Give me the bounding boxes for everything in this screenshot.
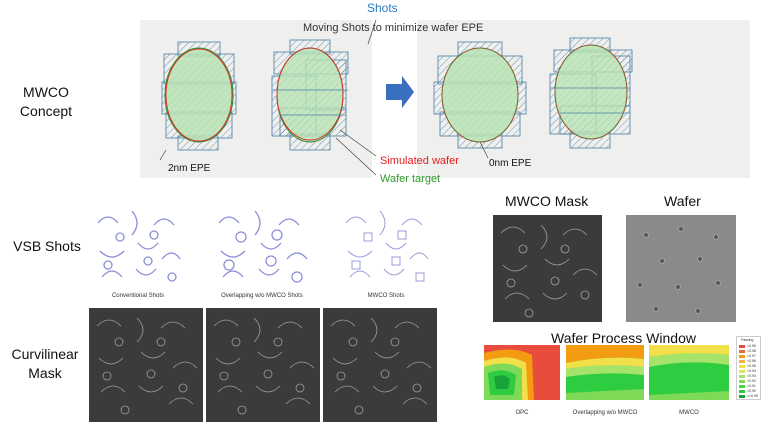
legend-swatch <box>739 365 745 368</box>
legend-title: Passing <box>741 338 754 342</box>
legend-swatch <box>739 390 745 393</box>
legend-value: <0.96 <box>747 359 756 363</box>
vsb-pattern-3 <box>345 210 429 282</box>
vsb-pattern-2 <box>218 210 308 283</box>
vsb-caption-overlapping: Overlapping w/o MWCO Shots <box>221 293 303 299</box>
shot-group-right-2 <box>549 37 633 149</box>
vsb-mwco-shots-image <box>340 203 432 288</box>
legend-swatch <box>739 385 745 388</box>
simulated-wafer-label: Simulated wafer <box>380 155 459 167</box>
pw-caption-mwco: MWCO <box>679 410 699 416</box>
mwco-mask-image <box>493 215 602 322</box>
legend-swatch <box>739 370 745 373</box>
curvilinear-mask-image-2 <box>206 308 320 422</box>
curvilinear-mask-image-1 <box>89 308 203 422</box>
wafer-title: Wafer <box>664 193 701 209</box>
legend-value: <0.92 <box>747 379 756 383</box>
legend-value: <0.94 <box>747 369 756 373</box>
legend-swatch <box>739 355 745 358</box>
row-label-curvilinear-mask: Curvilinear Mask <box>11 346 79 381</box>
shot-group-left-1 <box>161 41 237 151</box>
legend-swatch <box>739 395 745 398</box>
legend-value: <0.93 <box>747 374 756 378</box>
legend-swatch <box>739 345 745 348</box>
epe-right-label: 0nm EPE <box>489 158 532 169</box>
concept-title: Moving Shots to minimize wafer EPE <box>303 22 484 34</box>
vsb-pattern-1 <box>97 210 181 282</box>
shots-label: Shots <box>367 1 398 15</box>
process-window-legend: Passing <0.99<0.98<0.97<0.96<0.95<0.94<0… <box>736 336 761 400</box>
shot-group-left-2 <box>271 39 349 151</box>
legend-swatch <box>739 375 745 378</box>
vsb-conventional-shots-image <box>92 203 184 288</box>
process-window-opc <box>484 345 560 400</box>
epe-left-label: 2nm EPE <box>168 163 211 174</box>
legend-value: <0.95 <box>747 364 756 368</box>
legend-value: <0.90 <box>747 389 756 393</box>
legend-value: <0.98 <box>747 349 756 353</box>
legend-value: <0.99 <box>747 344 756 348</box>
row-label-mwco-concept: MWCO Concept <box>19 84 73 119</box>
vsb-caption-mwco: MWCO Shots <box>367 293 405 299</box>
wafer-sem-image <box>626 215 736 322</box>
mwco-mask-title: MWCO Mask <box>505 193 589 209</box>
vsb-overlapping-shots-image <box>213 203 311 288</box>
legend-swatch <box>739 380 745 383</box>
process-window-title: Wafer Process Window <box>551 330 696 346</box>
process-window-overlapping <box>566 345 644 400</box>
mwco-concept-panel <box>140 20 750 178</box>
row-label-vsb-shots: VSB Shots <box>13 238 81 254</box>
pw-caption-opc: OPC <box>515 410 529 416</box>
shot-group-right-1 <box>433 41 527 149</box>
pw-caption-overlapping: Overlapping w/o MWCO <box>572 410 638 416</box>
wafer-target-label: Wafer target <box>380 173 441 185</box>
legend-value: >=0.99 <box>747 394 758 398</box>
legend-value: <0.91 <box>747 384 756 388</box>
concept-diagram <box>159 20 633 176</box>
legend-value: <0.97 <box>747 354 756 358</box>
arrow-right-icon <box>386 76 414 108</box>
vsb-caption-conventional: Conventional Shots <box>111 293 165 299</box>
process-window-mwco <box>649 345 729 400</box>
legend-swatch <box>739 350 745 353</box>
legend-swatch <box>739 360 745 363</box>
curvilinear-mask-image-3 <box>323 308 437 422</box>
